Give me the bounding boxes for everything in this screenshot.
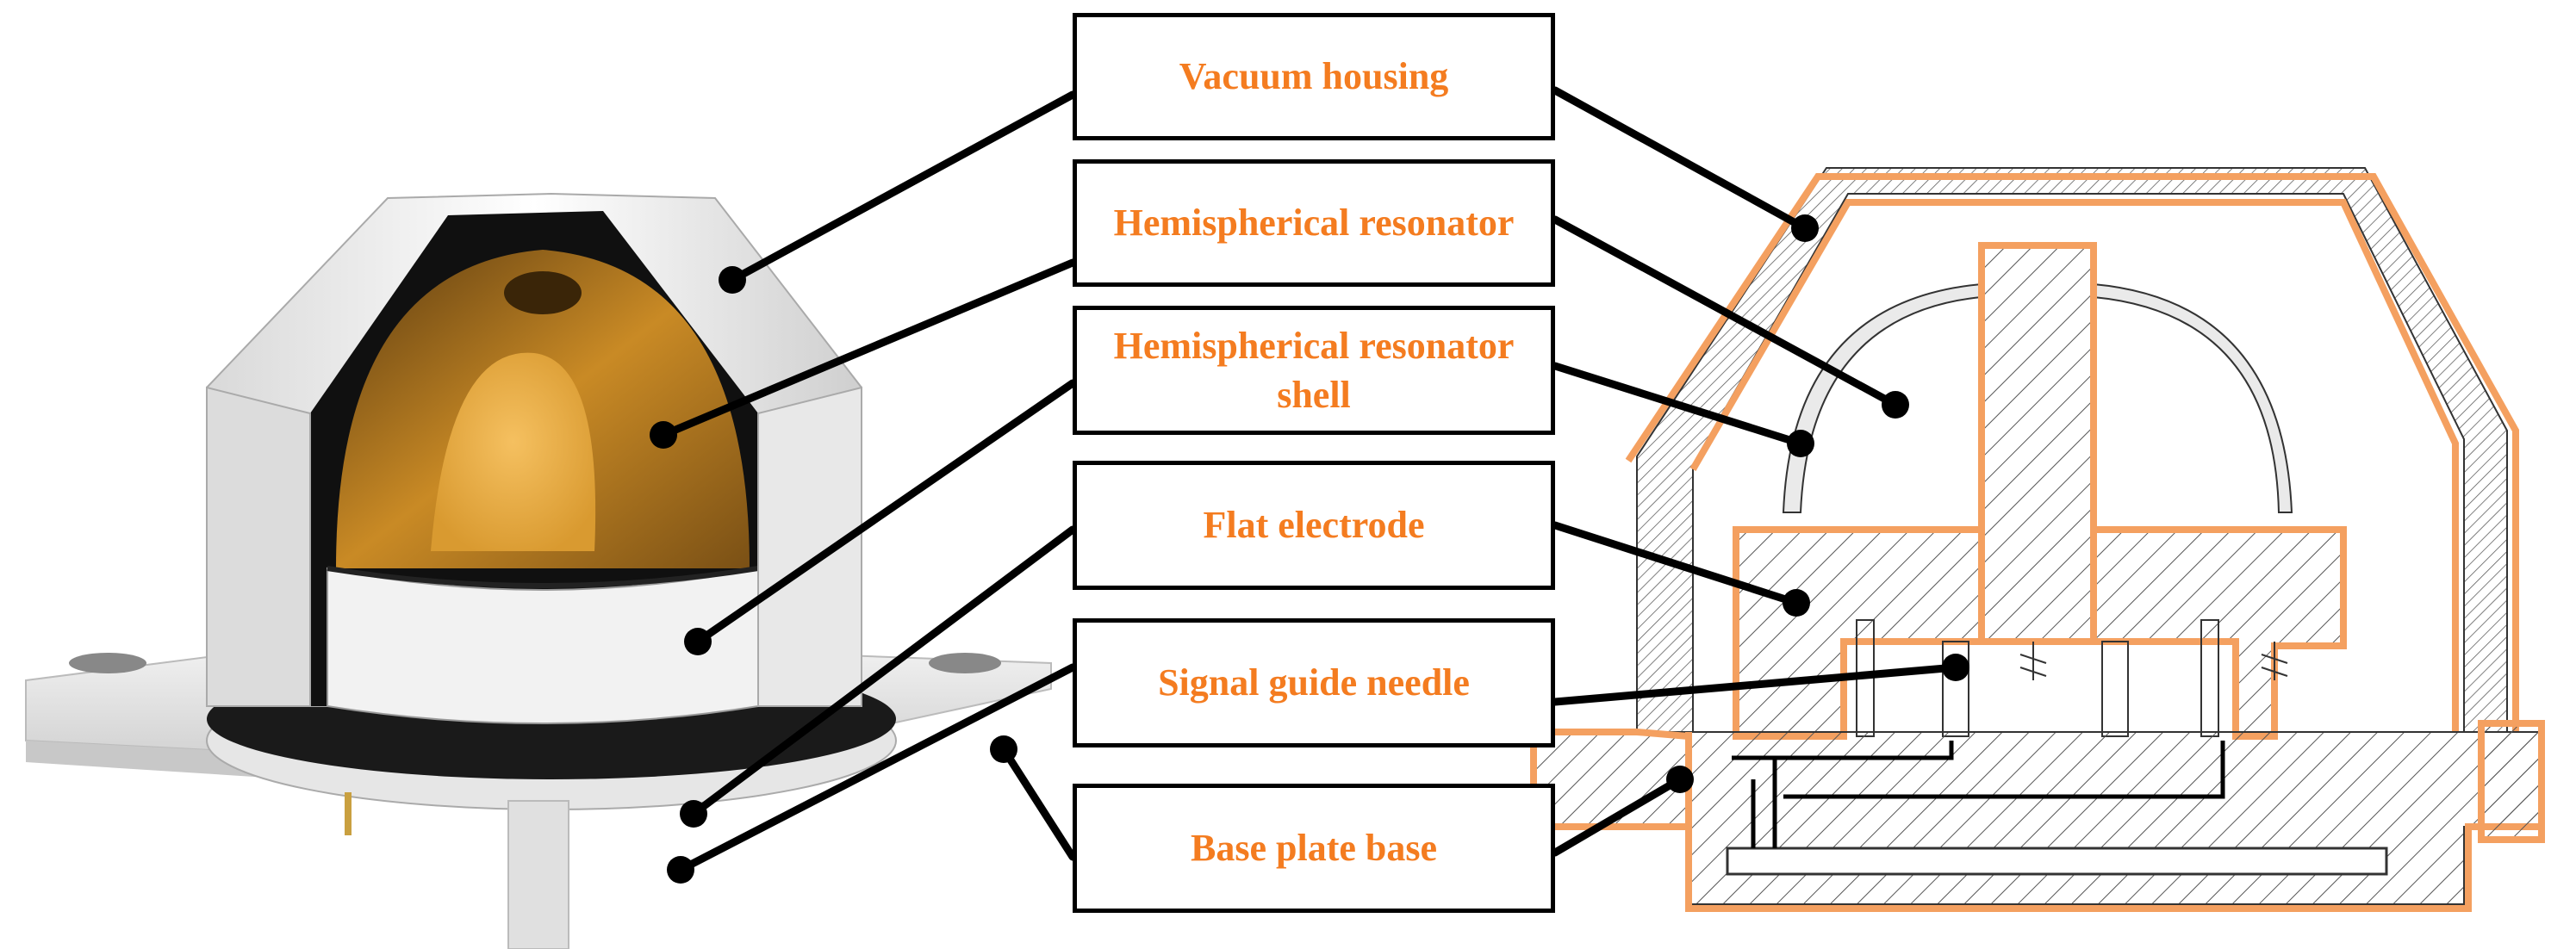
leader-shell-left [694, 379, 1077, 646]
label-base-plate-base-text: Base plate base [1191, 827, 1437, 870]
leader-shell-right [1551, 362, 1805, 448]
label-flat-electrode: Flat electrode [1073, 461, 1555, 590]
hemispherical-resonator-stem [1978, 242, 2097, 645]
leader-resonator-left [659, 258, 1077, 439]
leader-electrode-left [689, 525, 1077, 818]
leader-vacuum-housing-left [728, 90, 1077, 284]
leader-dots [650, 214, 1969, 884]
label-resonator-shell-line1: Hemispherical resonator [1113, 324, 1515, 367]
vacuum-housing-highlight [1625, 173, 2519, 732]
label-hemispherical-resonator-text: Hemispherical resonator [1113, 202, 1515, 245]
label-base-plate-base: Base plate base [1073, 784, 1555, 913]
label-signal-guide-needle-text: Signal guide needle [1158, 661, 1470, 704]
label-resonator-shell-line2: shell [1277, 374, 1351, 416]
leader-base-left [999, 745, 1077, 861]
sensor-3d-render [25, 192, 1052, 949]
leader-resonator-right [1551, 215, 1900, 409]
label-vacuum-housing-text: Vacuum housing [1179, 55, 1449, 98]
leader-lines [659, 86, 1960, 874]
label-flat-electrode-text: Flat electrode [1203, 504, 1425, 547]
label-resonator-shell: Hemispherical resonator shell [1073, 306, 1555, 435]
label-signal-guide-needle: Signal guide needle [1073, 618, 1555, 747]
sensor-cross-section [1530, 167, 2545, 912]
base-plate-section [1533, 731, 2542, 905]
label-vacuum-housing: Vacuum housing [1073, 13, 1555, 140]
leader-vacuum-housing-right [1551, 86, 1809, 233]
leader-needle-left [676, 663, 1077, 874]
leader-needle-right [1551, 663, 1960, 706]
leader-electrode-right [1551, 521, 1801, 607]
leader-base-right [1551, 775, 1684, 857]
label-hemispherical-resonator: Hemispherical resonator [1073, 159, 1555, 287]
